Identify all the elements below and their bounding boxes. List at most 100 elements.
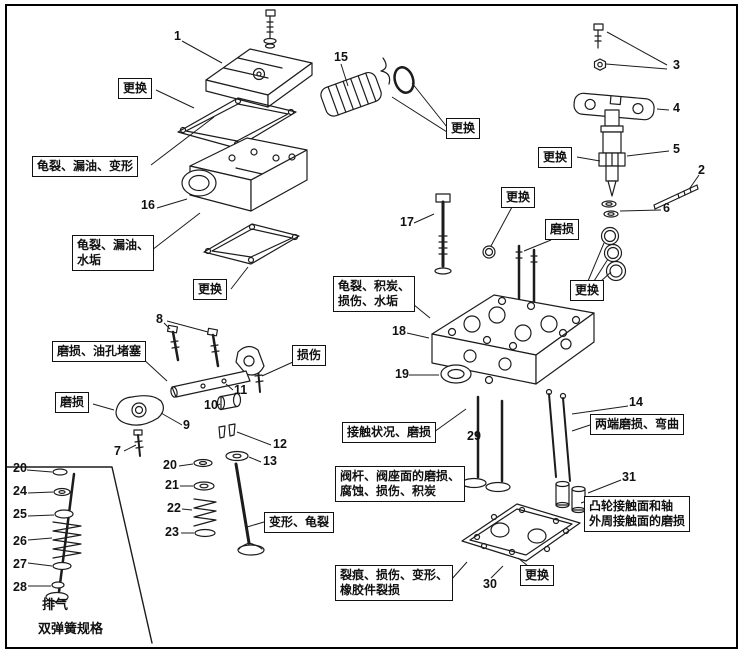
label-text: 损伤、水垢	[338, 294, 399, 308]
part-8-bolts-icon	[166, 324, 220, 368]
label-text: 更换	[198, 282, 223, 296]
callout-13: 13	[263, 454, 277, 468]
part-cover-gasket-icon	[177, 97, 297, 149]
callout-30: 30	[483, 577, 497, 591]
part-2-stud-icon	[653, 184, 699, 210]
callout-1: 1	[174, 29, 181, 43]
part-6-washers-icon	[601, 200, 619, 218]
leader-lines	[26, 31, 700, 587]
label-text: 更换	[575, 283, 600, 297]
label-text: 龟裂、漏油、	[77, 238, 150, 252]
label-text: 龟裂、漏油、变形	[37, 159, 134, 173]
callout-7: 7	[114, 444, 121, 458]
label-wear-studs: 磨损	[545, 219, 580, 240]
callout-4: 4	[673, 101, 680, 115]
part-14-push-rods-icon	[545, 388, 571, 482]
label-text: 腐蚀、损伤、积炭	[340, 484, 437, 498]
inset-caption-exhaust: 排气	[42, 597, 69, 612]
label-replace-hose-oring: 更换	[446, 118, 481, 139]
label-wear-oilhole-clog: 磨损、油孔堵塞	[52, 341, 147, 362]
part-small-oring-icon	[482, 245, 496, 259]
callout-19: 19	[395, 367, 409, 381]
part-1-valve-cover-icon	[205, 48, 313, 108]
callout-23: 23	[165, 525, 179, 539]
part-29-valves-icon	[461, 395, 511, 493]
label-text: 更换	[506, 190, 531, 204]
inset-callout-24: 24	[13, 484, 27, 498]
callout-5: 5	[673, 142, 680, 156]
callout-21: 21	[165, 478, 179, 492]
part-valve-main-icon	[234, 462, 265, 556]
label-text: 凸轮接触面和轴	[589, 499, 674, 513]
label-text: 磨损	[60, 395, 85, 409]
part-11-rocker-shaft-icon	[170, 370, 251, 398]
part-30-head-gasket-icon	[461, 503, 581, 562]
label-text: 更换	[123, 81, 148, 95]
label-crack-leak-deform: 龟裂、漏油、变形	[32, 156, 139, 177]
callout-17: 17	[400, 215, 414, 229]
inset-border-line	[6, 466, 153, 644]
callout-11: 11	[234, 383, 248, 397]
callout-8: 8	[156, 312, 163, 326]
label-text: 水垢	[77, 253, 102, 267]
part-10-bushing-icon	[216, 392, 242, 411]
label-crack-damage-deform-rubber: 裂痕、损伤、变形、橡胶件裂损	[335, 565, 454, 601]
part-15-air-hose-icon	[320, 57, 415, 117]
label-text: 更换	[451, 121, 476, 135]
inset-valve-spring-assembly-icon	[45, 468, 82, 603]
callout-14: 14	[629, 395, 643, 409]
part-16-rocker-housing-icon	[181, 137, 308, 212]
label-contact-condition-wear: 接触状况、磨损	[342, 422, 437, 443]
label-text: 橡胶件裂损	[340, 583, 401, 597]
callout-16: 16	[141, 198, 155, 212]
part-head-studs-icon	[515, 244, 538, 304]
label-text: 两端磨损、弯曲	[595, 417, 680, 431]
part-18-cylinder-head-icon	[431, 294, 595, 385]
label-text: 损伤	[297, 348, 322, 362]
callout-29: 29	[467, 429, 481, 443]
callout-9: 9	[183, 418, 190, 432]
part-13-retainer-icon	[225, 450, 249, 462]
inset-callout-26: 26	[13, 534, 27, 548]
inset-callout-20: 20	[13, 461, 27, 475]
label-replace-orings: 更换	[570, 280, 605, 301]
callout-15: 15	[334, 50, 348, 64]
part-19-valve-cap-icon	[440, 364, 494, 385]
label-valve-stem-seat-wear: 阀杆、阀座面的磨损、腐蚀、损伤、积炭	[335, 466, 466, 502]
label-text: 更换	[543, 150, 568, 164]
callout-18: 18	[392, 324, 406, 338]
part-20-23-spring-set-icon	[193, 458, 217, 538]
callout-31: 31	[622, 470, 636, 484]
part-cover-bolt-icon	[263, 9, 277, 49]
label-text: 磨损、油孔堵塞	[57, 344, 142, 358]
label-replace-head-gasket: 更换	[520, 565, 555, 586]
label-text: 更换	[525, 568, 550, 582]
callout-2: 2	[698, 163, 705, 177]
part-orings-icon	[600, 226, 627, 282]
label-text: 接触状况、磨损	[347, 425, 432, 439]
part-housing-gasket-icon	[203, 223, 300, 265]
inset-callout-25: 25	[13, 507, 27, 521]
label-replace-head-oring: 更换	[501, 187, 536, 208]
callout-3: 3	[673, 58, 680, 72]
part-17-bolt-icon	[434, 193, 452, 275]
callout-12: 12	[273, 437, 287, 451]
callout-22: 22	[167, 501, 181, 515]
label-text: 变形、龟裂	[269, 515, 330, 529]
label-both-ends-wear-bend: 两端磨损、弯曲	[590, 414, 685, 435]
label-text: 外周接触面的磨损	[589, 514, 686, 528]
label-deform-crack: 变形、龟裂	[264, 512, 335, 533]
label-text: 裂痕、损伤、变形、	[340, 568, 449, 582]
label-replace-cover: 更换	[118, 78, 153, 99]
label-text: 阀杆、阀座面的磨损、	[340, 469, 461, 483]
part-31-tappets-icon	[555, 480, 586, 514]
label-text: 龟裂、积炭、	[338, 279, 411, 293]
part-9-rocker-arm-icon	[115, 395, 164, 426]
callout-6: 6	[663, 201, 670, 215]
part-5-injector-icon	[598, 109, 626, 197]
label-wear-rocker-arm: 磨损	[55, 392, 90, 413]
label-cam-contact-wear: 凸轮接触面和轴外周接触面的磨损	[584, 496, 691, 532]
part-rocker-arm-right-icon	[235, 345, 265, 376]
